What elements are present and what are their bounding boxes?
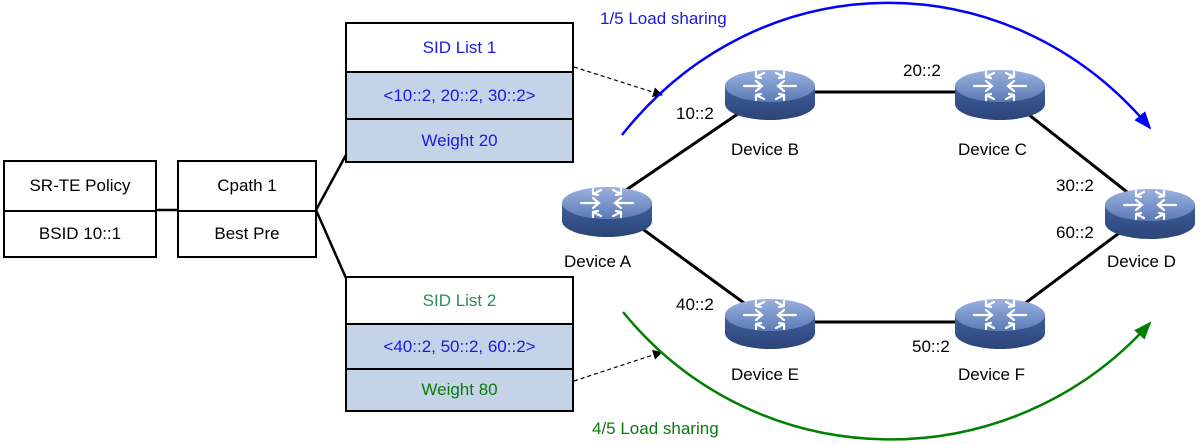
address-f: 50::2 <box>912 337 950 356</box>
device-b-label: Device B <box>731 140 800 159</box>
list1-pointer-arrow <box>573 66 663 98</box>
list2-pointer-arrow <box>573 350 663 382</box>
address-b: 10::2 <box>676 104 714 123</box>
device-f-label: Device F <box>958 365 1026 384</box>
device-f-router-icon <box>953 297 1047 351</box>
load-sharing-bottom-label: 4/5 Load sharing <box>592 419 719 438</box>
address-d-bottom: 60::2 <box>1056 223 1094 242</box>
sid-list-2-box: SID List 2 <40::2, 50::2, 60::2> Weight … <box>345 276 574 412</box>
load-sharing-bottom-arrow <box>622 311 1152 441</box>
sid-list-1-weight: Weight 20 <box>347 118 572 161</box>
device-d-label: Device D <box>1107 252 1176 271</box>
sid-list-2-weight: Weight 80 <box>347 368 572 410</box>
device-c-label: Device C <box>958 140 1027 159</box>
device-c-router-icon <box>953 68 1047 122</box>
sid-list-1-segments: <10::2, 20::2, 30::2> <box>347 71 572 118</box>
cpath-preference: Best Pre <box>179 210 315 256</box>
device-a-label: Device A <box>564 252 632 271</box>
device-e-label: Device E <box>731 365 800 384</box>
cpath-title: Cpath 1 <box>217 176 277 195</box>
cpath-list2-link <box>314 209 348 279</box>
policy-bsid: BSID 10::1 <box>5 210 155 256</box>
cpath-list1-link <box>314 154 348 211</box>
policy-title: SR-TE Policy <box>29 176 131 195</box>
sid-list-1-box: SID List 1 <10::2, 20::2, 30::2> Weight … <box>345 22 574 163</box>
sid-list-2-title: SID List 2 <box>422 290 497 310</box>
address-e: 40::2 <box>676 295 714 314</box>
address-c: 20::2 <box>903 61 941 80</box>
load-sharing-top-label: 1/5 Load sharing <box>600 9 727 28</box>
cpath-box: Cpath 1 Best Pre <box>177 160 317 258</box>
address-d-top: 30::2 <box>1056 176 1094 195</box>
device-e-router-icon <box>723 297 817 351</box>
device-b-router-icon <box>723 68 817 122</box>
device-a-router-icon <box>560 185 654 239</box>
device-d-router-icon <box>1103 187 1197 241</box>
policy-box: SR-TE Policy BSID 10::1 <box>3 160 157 258</box>
load-sharing-top-arrow <box>621 1 1152 136</box>
sid-list-1-title: SID List 1 <box>422 37 497 57</box>
sid-list-2-segments: <40::2, 50::2, 60::2> <box>347 323 572 368</box>
